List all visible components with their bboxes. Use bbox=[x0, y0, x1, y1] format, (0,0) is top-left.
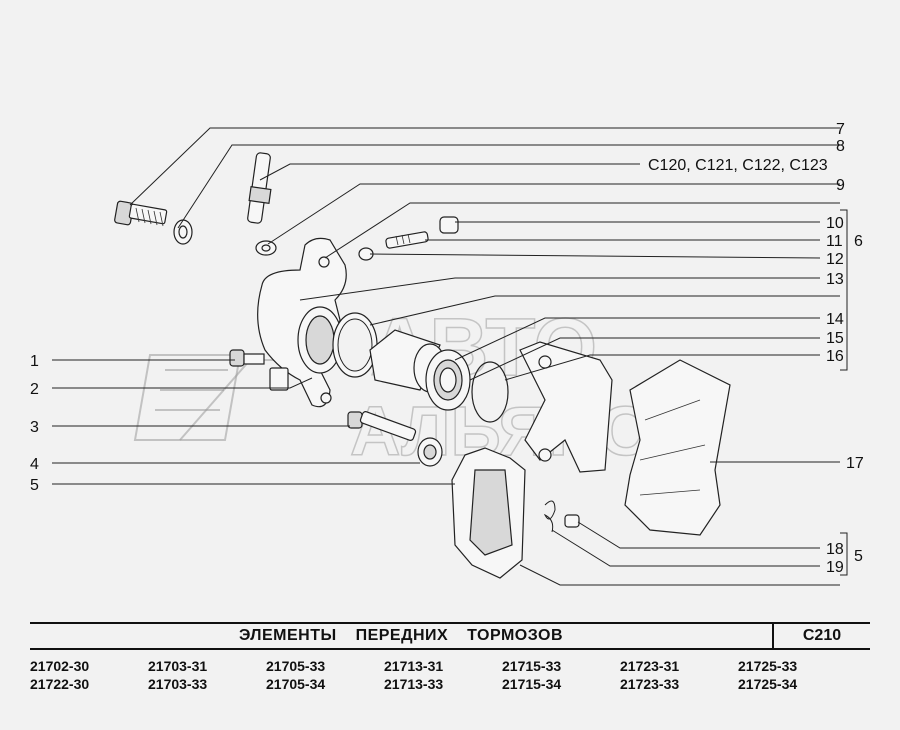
part-bolt-1 bbox=[229, 349, 265, 367]
part-ring-16 bbox=[471, 361, 509, 423]
model-code: 21722-30 bbox=[30, 676, 90, 692]
part-guide-pin-11 bbox=[385, 231, 429, 249]
callout-4: 4 bbox=[30, 456, 39, 473]
model-code: 21705-33 bbox=[266, 658, 326, 674]
model-code: 21703-33 bbox=[148, 676, 208, 692]
callout-1: 1 bbox=[30, 353, 39, 370]
callout-3: 3 bbox=[30, 419, 39, 436]
callout-10: 10 bbox=[826, 215, 844, 232]
callout-8: 8 bbox=[836, 138, 845, 155]
callout-c-codes: C120, C121, C122, C123 bbox=[648, 157, 828, 174]
part-brake-pad-5 bbox=[451, 447, 526, 579]
part-bolt-7 bbox=[114, 200, 168, 227]
callout-9: 9 bbox=[836, 177, 845, 194]
model-code: 21705-34 bbox=[266, 676, 326, 692]
page-title: ЭЛЕМЕНТЫ ПЕРЕДНИХ ТОРМОЗОВ bbox=[238, 627, 564, 644]
model-code: 21713-31 bbox=[384, 658, 444, 674]
callout-12: 12 bbox=[826, 251, 844, 268]
model-list: 21702-30 21722-30 21703-31 21703-33 2170… bbox=[30, 657, 830, 697]
model-column: 21723-31 21723-33 bbox=[620, 657, 720, 693]
callout-18: 18 bbox=[826, 541, 844, 558]
model-code: 21702-30 bbox=[30, 658, 90, 674]
part-plate-2 bbox=[269, 367, 289, 391]
part-washer-8 bbox=[173, 219, 193, 245]
part-washer-9 bbox=[255, 240, 277, 256]
model-code: 21703-31 bbox=[148, 658, 208, 674]
part-guide-pin-3 bbox=[347, 411, 417, 441]
title-bar: ЭЛЕМЕНТЫ ПЕРЕДНИХ ТОРМОЗОВ C210 bbox=[30, 622, 870, 650]
model-code: 21715-33 bbox=[502, 658, 562, 674]
part-spring-clip-19 bbox=[543, 500, 556, 533]
model-column: 21705-33 21705-34 bbox=[266, 657, 366, 693]
model-column: 21715-33 21715-34 bbox=[502, 657, 602, 693]
callout-labels-left: 1 2 3 4 5 bbox=[30, 353, 39, 494]
part-boot-4 bbox=[417, 437, 443, 467]
model-column: 21713-31 21713-33 bbox=[384, 657, 484, 693]
model-code: 21723-31 bbox=[620, 658, 680, 674]
model-code: 21715-34 bbox=[502, 676, 562, 692]
leader-lines bbox=[52, 127, 848, 586]
part-caliper-bracket bbox=[519, 341, 613, 473]
callout-labels-right: 7 8 C120, C121, C122, C123 9 10 11 12 13… bbox=[648, 121, 864, 576]
callout-19: 19 bbox=[826, 559, 844, 576]
part-anchor-bracket-17 bbox=[624, 359, 731, 536]
exploded-parts-diagram: АВТО АЛЬЯНС bbox=[30, 121, 864, 586]
part-seal-ring-14 bbox=[332, 312, 378, 378]
model-code: 21725-33 bbox=[738, 658, 798, 674]
model-column: 21702-30 21722-30 bbox=[30, 657, 130, 693]
part-pin-18 bbox=[564, 514, 580, 528]
group-label-6: 6 bbox=[854, 233, 863, 250]
callout-15: 15 bbox=[826, 330, 844, 347]
model-column: 21725-33 21725-34 bbox=[738, 657, 838, 693]
callout-5: 5 bbox=[30, 477, 39, 494]
group-label-5: 5 bbox=[854, 548, 863, 565]
model-column: 21703-31 21703-33 bbox=[148, 657, 248, 693]
callout-2: 2 bbox=[30, 381, 39, 398]
callout-17: 17 bbox=[846, 455, 864, 472]
callout-13: 13 bbox=[826, 271, 844, 288]
model-code: 21725-34 bbox=[738, 676, 798, 692]
callout-14: 14 bbox=[826, 311, 844, 328]
callout-7: 7 bbox=[836, 121, 845, 138]
callout-11: 11 bbox=[826, 233, 843, 250]
page-code: C210 bbox=[802, 627, 842, 644]
part-caliper-body-13 bbox=[257, 237, 347, 408]
model-code: 21713-33 bbox=[384, 676, 444, 692]
part-cap-10 bbox=[439, 216, 459, 234]
part-boot-15 bbox=[425, 349, 471, 411]
callout-16: 16 bbox=[826, 348, 844, 365]
title-divider bbox=[772, 624, 774, 648]
model-code: 21723-33 bbox=[620, 676, 680, 692]
part-bleeder-valve bbox=[247, 152, 272, 224]
